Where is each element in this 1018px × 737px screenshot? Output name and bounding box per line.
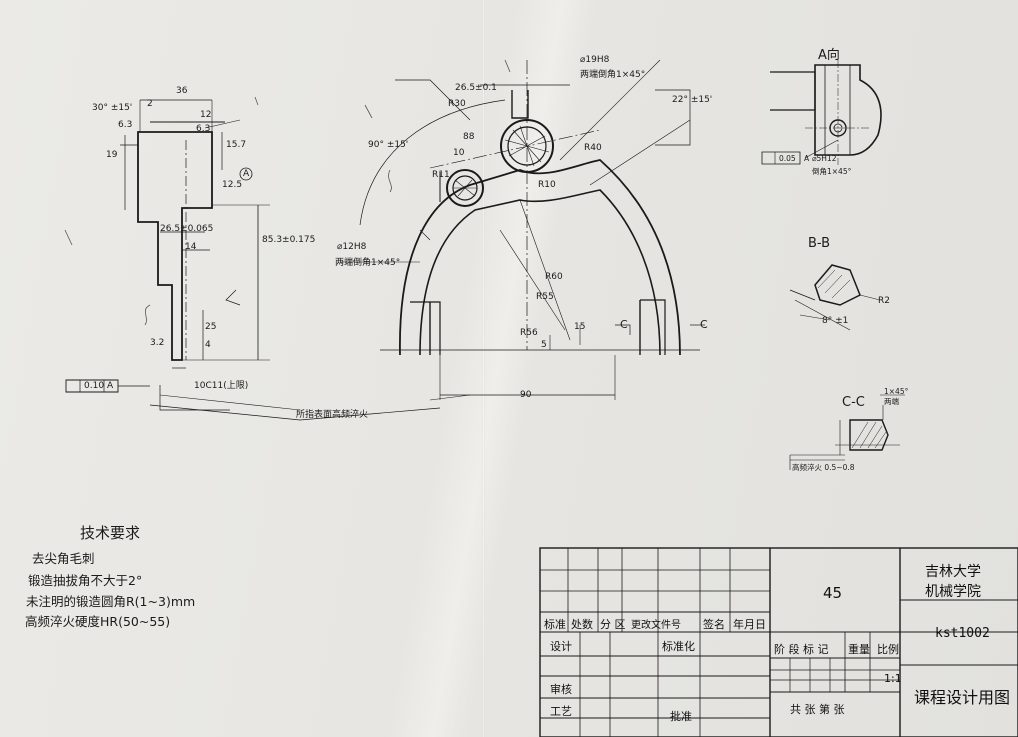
dim-5: 5	[541, 340, 547, 350]
dim-10: 10	[453, 148, 465, 158]
dim-19: 19	[106, 150, 118, 160]
label-process: 工艺	[550, 705, 572, 718]
paper-fold	[482, 0, 485, 737]
dim-r60: R60	[545, 272, 563, 282]
title-block: 45 吉林大学 机械学院 kst1002 课程设计用图 1:1 标准 处数 分 …	[540, 548, 1018, 737]
section-c-marker-2: C	[700, 318, 708, 331]
dim-90: 90	[520, 390, 532, 400]
dim-36: 36	[176, 86, 188, 96]
dim-26-5: 26.5±0.065	[160, 224, 214, 234]
label-stage-mark: 阶 段 标 记	[774, 643, 829, 656]
view-bb-drawing	[789, 264, 881, 331]
dim-12-5: 12.5	[222, 180, 243, 190]
label-review: 审核	[550, 683, 572, 696]
dim-angle30: 30° ±15'	[92, 103, 133, 113]
cc-chamfer: 1×45°	[884, 387, 909, 396]
tolerance-ref: A	[107, 381, 114, 391]
tolerance-value: 0.10	[84, 381, 105, 391]
hole-19: ⌀19H8	[580, 55, 610, 65]
dim-3-2: 3.2	[150, 338, 165, 348]
dim-r56: R56	[520, 328, 538, 338]
school-name: 吉林大学	[925, 564, 981, 580]
college-name: 机械学院	[925, 584, 981, 600]
header-signature: 签名	[703, 618, 725, 631]
dim-88: 88	[463, 132, 475, 142]
hole-12: ⌀12H8	[337, 242, 367, 252]
view-cc-drawing	[789, 394, 905, 470]
view-cc-label: C-C	[842, 395, 865, 410]
flatness-ref: A	[804, 154, 810, 163]
header-date: 年月日	[733, 618, 766, 631]
angle-8: 8° ±1	[822, 316, 849, 326]
requirements-title: 技术要求	[80, 524, 141, 542]
dim-r30: R30	[448, 99, 466, 109]
material: 45	[823, 584, 843, 602]
drawing-number: kst1002	[935, 626, 990, 641]
view-a-drawing	[761, 60, 882, 165]
dim-14: 14	[185, 242, 197, 252]
course-title: 课程设计用图	[914, 688, 1011, 707]
dim-10c11: 10C11(上限)	[194, 381, 249, 391]
dim-r11: R11	[432, 170, 450, 180]
hardening-note: 所指表面高频淬火	[296, 410, 369, 420]
dim-6-3-b: 6.3	[196, 124, 211, 134]
scale-value: 1:1	[884, 672, 902, 685]
dim-4: 4	[205, 340, 211, 350]
dim-2: 2	[147, 99, 153, 109]
dim-15-7: 15.7	[226, 140, 247, 150]
chamfer-5: 倒角1×45°	[812, 167, 852, 176]
flatness-value: 0.05	[779, 154, 796, 163]
header-change-doc: 更改文件号	[631, 620, 681, 631]
label-scale: 比例	[877, 643, 899, 656]
hole-5: ⌀5H12	[812, 154, 837, 163]
dim-r10: R10	[538, 180, 556, 190]
dim-6-3-a: 6.3	[118, 120, 133, 130]
angle-22: 22° ±15'	[672, 95, 713, 105]
side-view	[65, 99, 270, 411]
sheet-count: 共 张 第 张	[790, 703, 845, 716]
label-weight: 重量	[848, 643, 870, 656]
section-c-marker-1: C	[620, 318, 628, 331]
header-count: 处数	[571, 618, 593, 631]
dim-12: 12	[200, 110, 212, 120]
label-standardize: 标准化	[662, 640, 695, 653]
requirement-item: 去尖角毛刺	[32, 551, 95, 566]
dim-15: 15	[574, 322, 586, 332]
requirement-item: 未注明的锻造圆角R(1~3)mm	[26, 594, 196, 609]
chamfer-12: 两端倒角1×45°	[335, 258, 401, 268]
label-approve: 批准	[670, 710, 692, 723]
requirement-item: 锻造抽拔角不大于2°	[28, 573, 143, 588]
view-bb-label: B-B	[808, 236, 831, 251]
dim-r2: R2	[878, 296, 890, 306]
datum-a: A	[243, 169, 250, 179]
header-standard: 标准	[544, 618, 566, 631]
requirement-item: 高频淬火硬度HR(50~55)	[25, 614, 171, 629]
pencil-annotations	[64, 59, 511, 326]
dim-r40: R40	[584, 143, 602, 153]
dim-r55: R55	[536, 292, 554, 302]
view-a-label: A向	[818, 48, 840, 63]
dim-25: 25	[205, 322, 217, 332]
dim-26-5b: 26.5±0.1	[455, 83, 497, 93]
angle-90: 90° ±15'	[368, 140, 409, 150]
label-design: 设计	[550, 640, 572, 653]
cc-hardening: 高频淬火 0.5~0.8	[792, 463, 855, 472]
dim-85-3: 85.3±0.175	[262, 235, 316, 245]
main-view	[340, 59, 705, 400]
chamfer-19: 两端倒角1×45°	[580, 70, 646, 80]
title-block-grid	[539, 547, 1018, 737]
header-zone: 分 区	[600, 618, 626, 631]
cc-both-ends: 两端	[884, 397, 899, 406]
